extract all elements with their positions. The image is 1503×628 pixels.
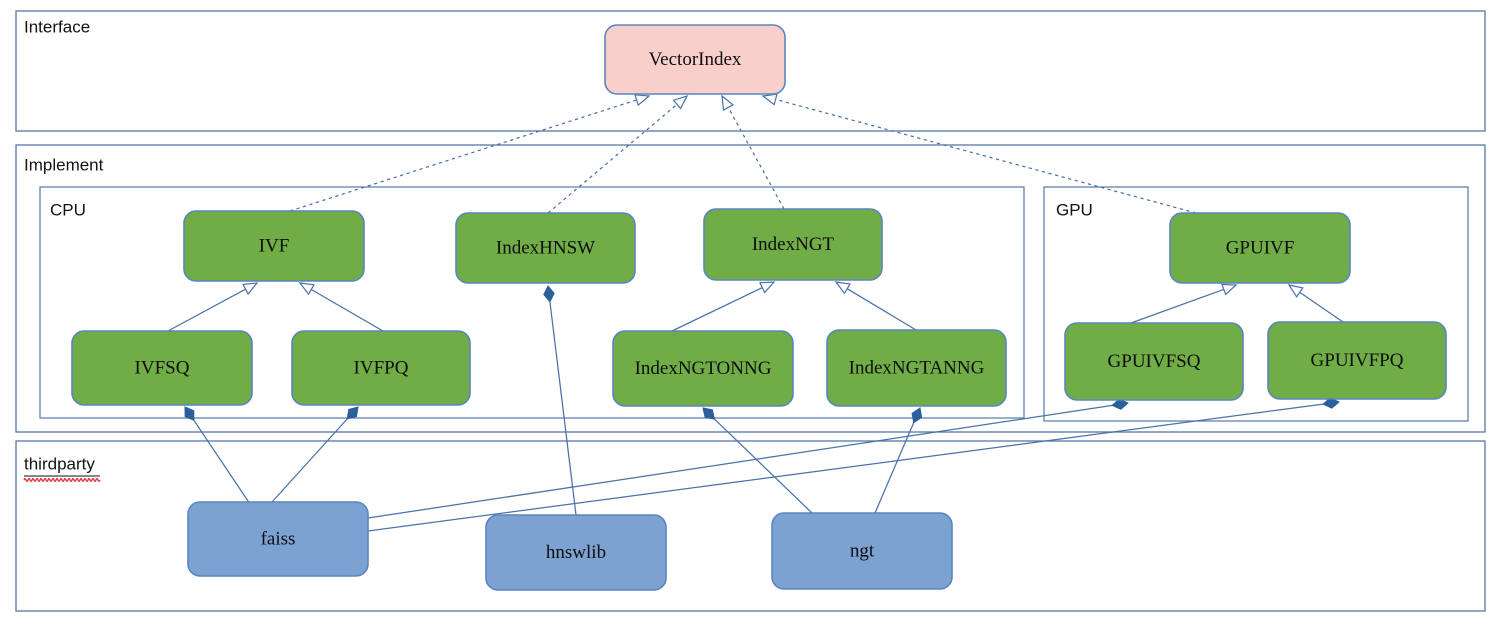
node-label-indexngtonng: IndexNGTONNG xyxy=(635,358,772,379)
edge-line xyxy=(271,417,349,503)
group-label-thirdparty: thirdparty xyxy=(24,454,95,473)
edge-line xyxy=(192,419,251,505)
node-label-faiss: faiss xyxy=(261,528,296,549)
edge-ivfpq-to-ivf xyxy=(298,282,384,332)
edge-line xyxy=(1298,291,1344,323)
edge-line xyxy=(367,403,1325,532)
spellcheck-squiggle xyxy=(23,478,101,482)
node-label-ivfpq: IVFPQ xyxy=(354,357,409,378)
edge-indexngt-to-vectorindex xyxy=(721,94,785,210)
edge-line xyxy=(1130,288,1225,324)
node-gpuivfsq[interactable]: GPUIVFSQ xyxy=(1064,322,1244,401)
inheritance-arrow-icon xyxy=(298,282,315,296)
node-box-vectorindex[interactable] xyxy=(604,24,786,95)
node-indexngt[interactable]: IndexNGT xyxy=(703,208,883,281)
group-label-cpu: CPU xyxy=(50,200,86,219)
node-label-hnswlib: hnswlib xyxy=(546,542,606,563)
inheritance-arrow-icon xyxy=(634,94,651,107)
edge-line xyxy=(774,98,1197,214)
inheritance-arrow-icon xyxy=(759,281,776,294)
node-box-ivf[interactable] xyxy=(183,210,365,282)
node-box-indexngtanng[interactable] xyxy=(826,329,1007,407)
edge-faiss-to-ivfpq xyxy=(271,406,359,503)
node-indexngtanng[interactable]: IndexNGTANNG xyxy=(826,329,1007,407)
edge-line xyxy=(727,106,785,210)
group-label-interface: Interface xyxy=(24,17,90,36)
edge-line xyxy=(713,417,813,514)
inheritance-arrow-icon xyxy=(242,282,259,295)
node-ivfpq[interactable]: IVFPQ xyxy=(291,330,471,406)
inheritance-arrow-icon xyxy=(834,281,851,295)
node-gpuivf[interactable]: GPUIVF xyxy=(1169,212,1351,284)
edge-ivf-to-vectorindex xyxy=(289,94,651,212)
node-label-gpuivf: GPUIVF xyxy=(1226,237,1295,258)
edge-line xyxy=(547,103,679,214)
node-label-indexhnsw: IndexHNSW xyxy=(496,237,595,258)
node-ivfsq[interactable]: IVFSQ xyxy=(71,330,253,406)
inheritance-arrow-icon xyxy=(1287,284,1304,298)
composition-diamond-icon xyxy=(184,406,195,422)
node-box-gpuivfsq[interactable] xyxy=(1064,322,1244,401)
node-box-ivfsq[interactable] xyxy=(71,330,253,406)
node-label-indexngt: IndexNGT xyxy=(752,234,835,255)
node-box-faiss[interactable] xyxy=(187,501,369,577)
node-box-indexhnsw[interactable] xyxy=(455,212,636,284)
edge-line xyxy=(874,421,915,514)
node-box-gpuivf[interactable] xyxy=(1169,212,1351,284)
node-faiss[interactable]: faiss xyxy=(187,501,369,577)
inheritance-arrow-icon xyxy=(721,94,735,111)
group-label-gpu: GPU xyxy=(1056,200,1093,219)
edge-indexngtonng-to-indexngt xyxy=(671,281,776,332)
node-ngt[interactable]: ngt xyxy=(771,512,953,590)
edge-indexngtanng-to-indexngt xyxy=(834,281,917,331)
node-label-gpuivfsq: GPUIVFSQ xyxy=(1108,351,1201,372)
node-indexhnsw[interactable]: IndexHNSW xyxy=(455,212,636,284)
node-label-vectorindex: VectorIndex xyxy=(649,49,742,70)
node-box-ngt[interactable] xyxy=(771,512,953,590)
node-label-ngt: ngt xyxy=(850,540,875,561)
inheritance-arrow-icon xyxy=(761,93,778,106)
node-box-indexngt[interactable] xyxy=(703,208,883,281)
node-label-ivf: IVF xyxy=(259,235,290,256)
group-label-implement: Implement xyxy=(24,155,104,174)
node-box-gpuivfpq[interactable] xyxy=(1267,321,1447,400)
edge-line xyxy=(167,288,247,332)
edge-line xyxy=(367,404,1114,519)
edge-gpuivf-to-vectorindex xyxy=(761,93,1197,214)
node-label-gpuivfpq: GPUIVFPQ xyxy=(1311,350,1404,371)
edge-ngt-to-indexngtonng xyxy=(702,407,813,514)
node-label-indexngtanng: IndexNGTANNG xyxy=(849,357,985,378)
edge-gpuivfsq-to-gpuivf xyxy=(1130,283,1238,324)
edge-ngt-to-indexngtanng xyxy=(874,407,923,514)
node-box-hnswlib[interactable] xyxy=(485,514,667,591)
edge-faiss-to-ivfsq xyxy=(184,406,251,505)
edge-hnswlib-to-indexhnsw xyxy=(543,285,577,516)
composition-diamond-icon xyxy=(702,407,716,420)
node-indexngtonng[interactable]: IndexNGTONNG xyxy=(612,330,794,407)
edge-line xyxy=(671,286,764,332)
node-hnswlib[interactable]: hnswlib xyxy=(485,514,667,591)
composition-diamond-icon xyxy=(911,407,923,424)
node-vectorindex[interactable]: VectorIndex xyxy=(604,24,786,95)
edges-layer xyxy=(167,93,1344,532)
node-ivf[interactable]: IVF xyxy=(183,210,365,282)
edge-line xyxy=(310,288,384,332)
edge-indexhnsw-to-vectorindex xyxy=(547,94,689,214)
edge-ivfsq-to-ivf xyxy=(167,282,259,332)
node-box-ivfpq[interactable] xyxy=(291,330,471,406)
inheritance-arrow-icon xyxy=(672,94,689,110)
node-label-ivfsq: IVFSQ xyxy=(135,357,190,378)
edge-gpuivfpq-to-gpuivf xyxy=(1287,284,1344,323)
inheritance-arrow-icon xyxy=(1221,283,1238,296)
node-gpuivfpq[interactable]: GPUIVFPQ xyxy=(1267,321,1447,400)
composition-diamond-icon xyxy=(543,285,555,303)
edge-line xyxy=(549,300,577,516)
node-box-indexngtonng[interactable] xyxy=(612,330,794,407)
edge-line xyxy=(845,287,917,331)
composition-diamond-icon xyxy=(346,406,359,420)
